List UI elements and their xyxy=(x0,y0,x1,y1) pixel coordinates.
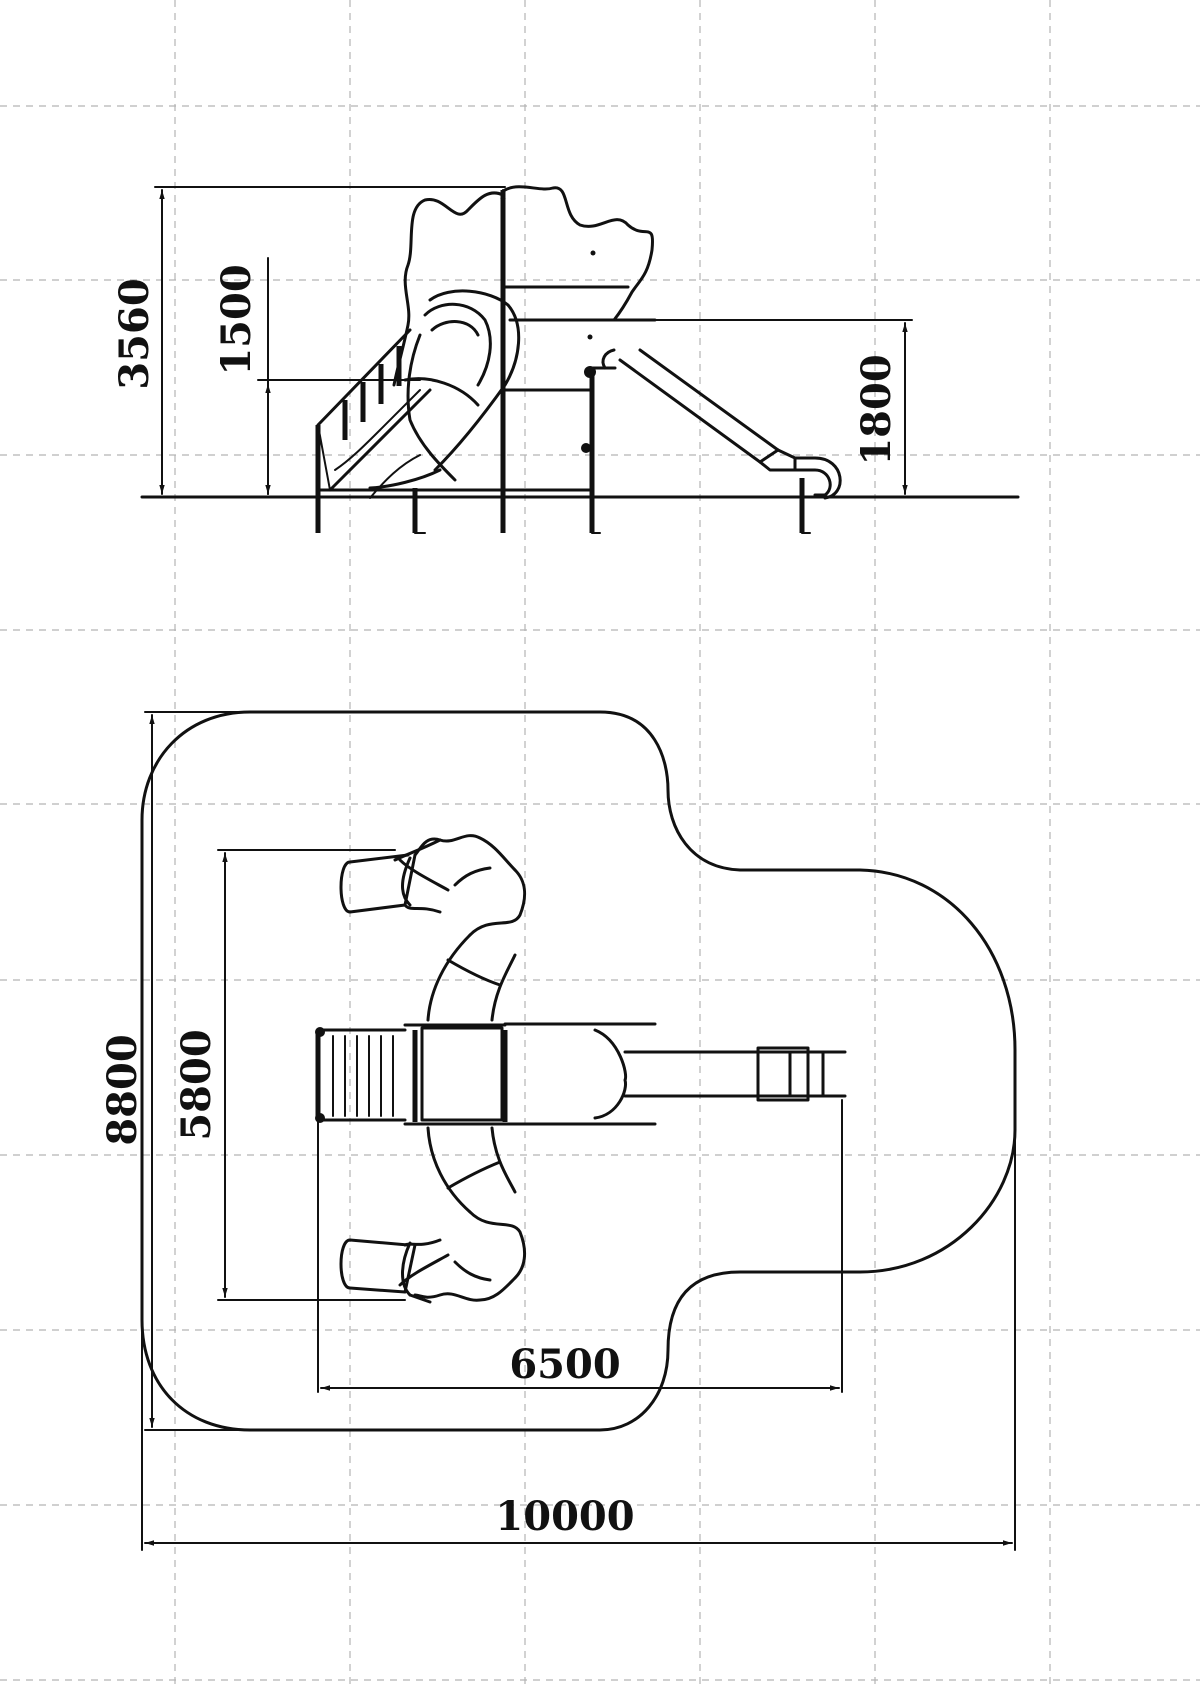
dim-total-height: 3560 xyxy=(111,186,506,495)
dim-structure-length-label: 6500 xyxy=(509,1341,620,1388)
dim-total-height-label: 3560 xyxy=(111,278,158,389)
safety-zone-outline xyxy=(140,710,1017,1432)
plan-ladder xyxy=(315,1027,407,1123)
plan-platform xyxy=(403,1023,508,1126)
side-elevation: 3560 1500 1800 xyxy=(111,185,1020,534)
dim-platform-height-label: 1500 xyxy=(213,264,260,375)
posts xyxy=(315,190,805,533)
plan-tube-upper xyxy=(339,834,527,1022)
dim-slide-height-label: 1800 xyxy=(853,354,900,465)
dim-tube-span-label: 5800 xyxy=(173,1029,220,1140)
plan-tube-lower xyxy=(339,1126,527,1304)
side-panel xyxy=(392,191,505,387)
roof-panel xyxy=(503,185,655,322)
plan-view: 8800 5800 6500 10000 xyxy=(99,710,1017,1551)
dim-total-width-label: 10000 xyxy=(495,1493,634,1540)
straight-slide xyxy=(601,348,842,500)
dim-slide-height: 1800 xyxy=(614,319,913,495)
dim-structure-length: 6500 xyxy=(317,1099,843,1393)
platform xyxy=(316,285,657,492)
dim-total-width: 10000 xyxy=(141,1129,1016,1551)
plan-straight-slide xyxy=(503,1022,847,1126)
dim-tube-span: 5800 xyxy=(173,849,406,1301)
post-cap xyxy=(584,366,596,378)
dim-total-depth: 8800 xyxy=(99,711,251,1431)
dim-platform-height: 1500 xyxy=(213,257,421,495)
tube-slide xyxy=(368,289,521,490)
dim-total-depth-label: 8800 xyxy=(99,1034,146,1145)
